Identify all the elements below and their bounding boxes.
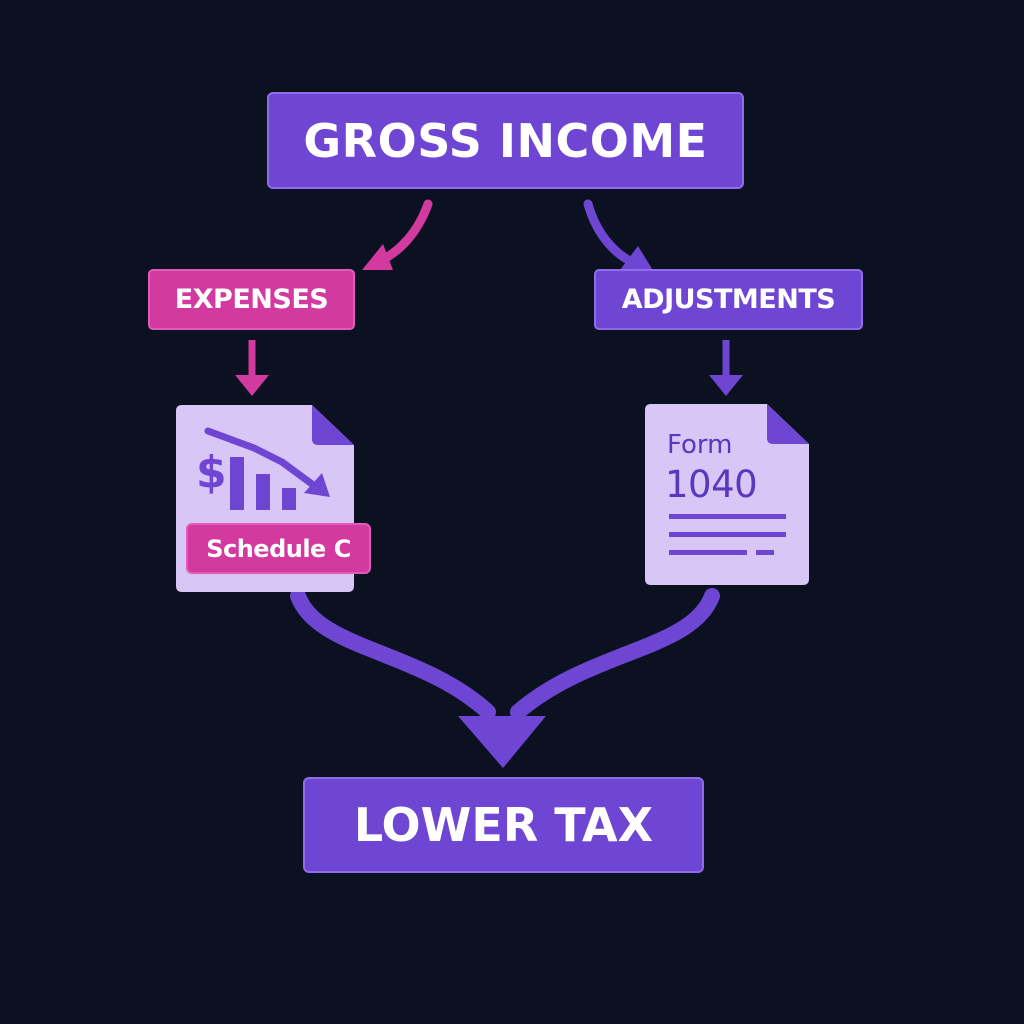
chart-bar-2 <box>256 474 270 510</box>
arrow-expenses-to-schedule-head <box>235 375 269 396</box>
form-label: Form <box>667 430 733 460</box>
arrow-gross-to-adjustments <box>583 199 637 267</box>
arrow-gross-to-adjustments-head <box>620 246 654 272</box>
arrow-lower-tax-head <box>458 716 546 768</box>
arrow-gross-to-expenses-head <box>362 244 393 270</box>
arrow-adjustments-to-form-head <box>709 375 743 396</box>
form-text-line-2 <box>669 532 786 537</box>
arrow-form-to-lower-tax <box>510 588 720 720</box>
chart-bar-3 <box>282 488 296 510</box>
chart-bar-1 <box>230 457 244 510</box>
form-text-line-3 <box>669 550 747 555</box>
gross-income-node: GROSS INCOME <box>267 92 744 189</box>
schedule-c-label: Schedule C <box>186 523 371 574</box>
expenses-node: EXPENSES <box>148 269 355 330</box>
arrow-schedule-to-lower-tax <box>290 588 496 720</box>
decline-trend-line <box>204 427 320 491</box>
dollar-sign-icon: $ <box>196 447 227 498</box>
adjustments-node: ADJUSTMENTS <box>594 269 863 330</box>
form-text-line-4 <box>756 550 774 555</box>
lower-tax-node: LOWER TAX <box>303 777 704 873</box>
decline-trend-arrowhead <box>304 473 330 497</box>
form-text-line-1 <box>669 514 786 519</box>
form-1040-document-icon <box>645 404 809 585</box>
form-number: 1040 <box>665 463 758 506</box>
